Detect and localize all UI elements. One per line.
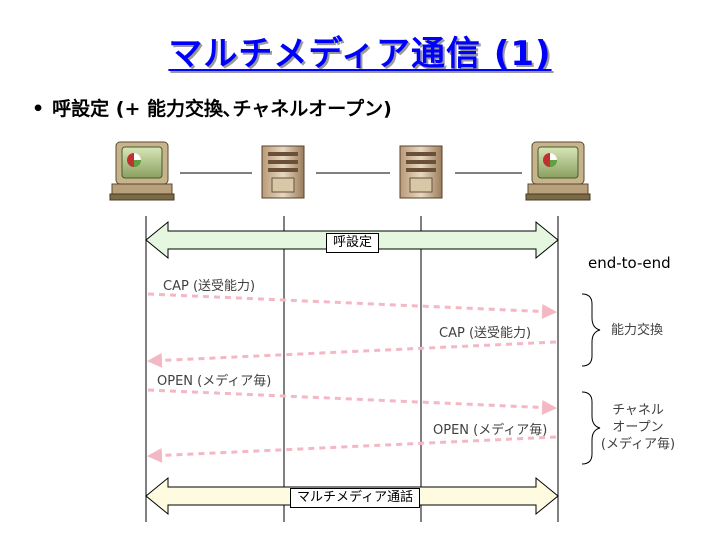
channel-open-line-3: (メディア毎)	[600, 437, 676, 452]
bullet-marker: •	[32, 98, 45, 120]
channel-open-label: チャネル オープン (メディア毎)	[600, 402, 676, 453]
channel-open-line-2: オープン	[612, 420, 664, 435]
capability-exchange-label: 能力交換	[610, 323, 663, 338]
channel-open-line-1: チャネル	[612, 403, 664, 418]
bullet-text: 呼設定 (+ 能力交換､チャネルオープン)	[52, 98, 392, 120]
page-title: マルチメディア通信 (1)	[168, 34, 552, 74]
server-icon	[399, 145, 443, 199]
cap-left-label: CAP (送受能力)	[163, 279, 256, 294]
server-icon	[261, 145, 305, 199]
call-setup-label: 呼設定	[326, 233, 380, 253]
open-left-label: OPEN (メディア毎)	[157, 374, 272, 389]
end-to-end-label: end-to-end	[588, 254, 671, 272]
cap-arrow-right-to-left	[147, 340, 557, 368]
bullet-point: • 呼設定 (+ 能力交換､チャネルオープン)	[32, 94, 392, 121]
computer-terminal-icon	[109, 141, 175, 201]
open-arrow-right-to-left	[147, 435, 557, 463]
media-call-label: マルチメディア通話	[290, 488, 421, 508]
channel-open-brace	[581, 391, 601, 465]
open-right-label: OPEN (メディア毎)	[433, 423, 548, 438]
capability-exchange-brace	[581, 293, 601, 367]
cap-right-label: CAP (送受能力)	[439, 326, 532, 341]
cap-arrow-left-to-right	[147, 292, 557, 319]
computer-terminal-icon	[525, 141, 591, 201]
open-arrow-left-to-right	[147, 388, 557, 415]
